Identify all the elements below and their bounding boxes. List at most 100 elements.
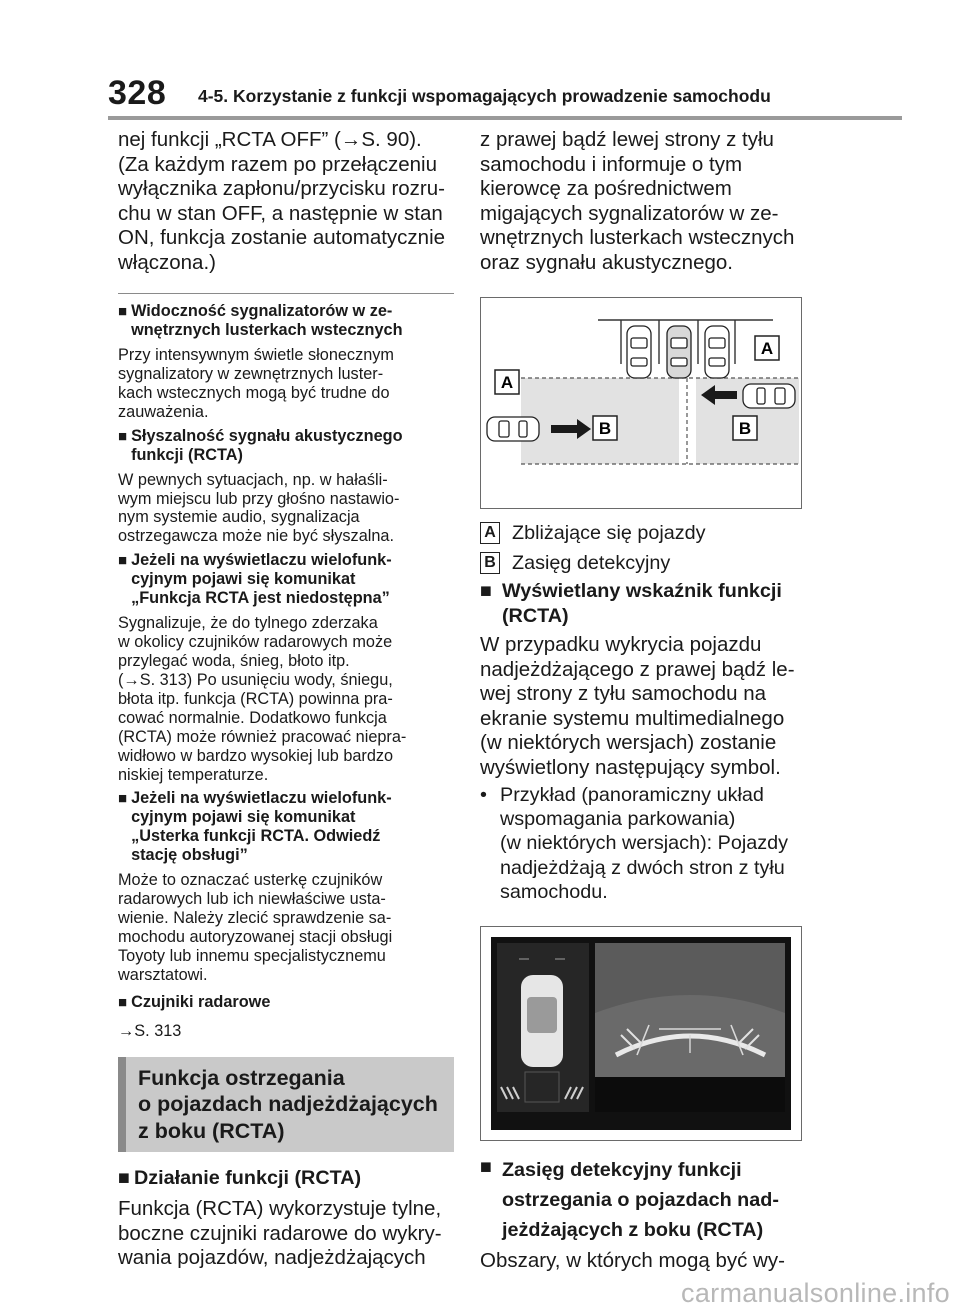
running-head: 4-5. Korzystanie z funkcji wspomagającyc…: [198, 86, 771, 106]
title-line: Funkcja ostrzegania: [138, 1065, 345, 1090]
title-line: o pojazdach nadjeżdżających: [138, 1092, 438, 1117]
heading-line: Słyszalność sygnału akustycznego: [131, 426, 403, 445]
text-line: (Za każdym razem po przełączeniu: [118, 152, 438, 176]
rcta-warning-left-icon: [620, 1028, 642, 1050]
text-line: wyświetlony następujący symbol.: [480, 755, 781, 779]
square-bullet-icon: ■: [118, 552, 128, 570]
text-line: (RCTA) może również pracować niepra-: [118, 727, 407, 746]
header-rule: [108, 116, 902, 120]
text-line: Sygnalizuje, że do tylnego zderzaka: [118, 614, 378, 633]
heading-line: Czujniki radarowe: [131, 992, 271, 1011]
subsection-body: →S. 313: [118, 1022, 454, 1041]
legend-text: Zbliżające się pojazdy: [512, 522, 706, 544]
text-line: Obszary, w których mogą być wy-: [480, 1249, 785, 1273]
heading-line: Wyświetlany wskaźnik funkcji: [501, 580, 782, 602]
arrow-left-icon: [701, 385, 737, 405]
text-line: widłowo w bardzo wysokiej lub bardzo: [118, 746, 394, 765]
intro-paragraph: nej funkcji „RCTA OFF” (→S. 90). (Za każ…: [118, 128, 454, 275]
legend-text: Zasięg detekcyjny: [512, 552, 671, 574]
text-line: kach wstecznych mogą być trudne do: [118, 383, 390, 402]
text-line: wyłącznika zapłonu/przycisku rozru-: [118, 177, 445, 200]
text-line: wspomagania parkowania): [500, 808, 736, 831]
range-heading: ■ Zasięg detekcyjny funkcji ostrzegania …: [480, 1155, 802, 1245]
panoramic-view-figure: [480, 926, 802, 1142]
text-line: Przykład (panoramiczny układ: [500, 784, 764, 806]
text-line: Toyoty lub innemu specjalistycznemu: [118, 947, 386, 966]
text-line: cować normalnie. Dodatkowo funkcja: [118, 708, 387, 727]
text-line: włączona.): [118, 250, 216, 274]
label-a-left: A: [494, 369, 520, 395]
square-bullet-icon: ■: [118, 1167, 130, 1190]
text-line: warsztatowi.: [118, 965, 208, 984]
text-line: ON, funkcja zostanie automatycznie: [118, 226, 446, 249]
guide-line: [636, 1024, 744, 1056]
label-b-right: B: [732, 415, 758, 441]
square-bullet-icon: ■: [118, 427, 128, 445]
subsection-heading: ■ Słyszalność sygnału akustycznego funkc…: [118, 427, 454, 465]
section-title-box: Funkcja ostrzegania o pojazdach nadjeżdż…: [118, 1056, 454, 1153]
page-number: 328: [108, 74, 167, 112]
cross-reference: →S. 313: [118, 1021, 182, 1040]
text-line: W pewnych sytuacjach, np. w hałaśli-: [118, 470, 388, 489]
square-bullet-icon: ■: [480, 580, 492, 602]
range-paragraph: Obszary, w których mogą być wy-: [480, 1249, 802, 1274]
heading-line: Jeżeli na wyświetlaczu wielofunk-: [131, 551, 392, 570]
text-line: kierowcę za pośrednictwem: [480, 177, 732, 200]
heading-line: wnętrznych lusterkach wstecznych: [131, 321, 403, 339]
rcta-warning-right-icon: [564, 1086, 584, 1100]
text-line: (w niektórych wersjach) zostanie: [480, 731, 777, 754]
text-line: przylegać woda, śnieg, błoto itp.: [118, 652, 350, 671]
text-line: ekranie systemu multimedialnego: [480, 706, 785, 730]
text-line: z prawej bądź lewej strony z tyłu: [480, 128, 774, 151]
heading-line: cyjnym pojawi się komunikat: [131, 570, 356, 589]
text-line: samochodu.: [500, 880, 608, 903]
indicator-heading: ■ Wyświetlany wskaźnik funkcji (RCTA): [480, 579, 802, 629]
text-line: nej funkcji „RCTA OFF” (→S. 90).: [118, 128, 422, 151]
text-line: radarowych lub ich niewłaściwe usta-: [118, 890, 386, 909]
legend-key: A: [480, 522, 500, 544]
square-bullet-icon: ■: [118, 993, 128, 1011]
title-line: z boku (RCTA): [138, 1118, 285, 1143]
text-line: chu w stan OFF, a następnie w stan: [118, 201, 443, 225]
right-column: z prawej bądź lewej strony z tyłu samoch…: [480, 128, 802, 1274]
text-line: Funkcja (RCTA) wykorzystuje tylne,: [118, 1197, 442, 1221]
label-a-right: A: [754, 335, 780, 361]
text-line: migających sygnalizatorów w ze-: [480, 201, 779, 225]
text-line: zauważenia.: [118, 402, 209, 421]
legend-key: B: [480, 552, 500, 574]
own-car-icon: [666, 325, 692, 379]
text-line: wania pojazdów, nadjeżdżających: [118, 1246, 426, 1270]
heading-line: Jeżeli na wyświetlaczu wielofunk-: [131, 789, 392, 808]
legend-item-b: B Zasięg detekcyjny: [480, 551, 802, 575]
heading-line: jeżdżających z boku (RCTA): [501, 1219, 764, 1242]
approaching-car-left-icon: [486, 416, 540, 442]
operation-paragraph: Funkcja (RCTA) wykorzystuje tylne, boczn…: [118, 1197, 454, 1271]
text-line: nadjeżdżającego z prawej bądź le-: [480, 657, 795, 681]
text-line: w okolicy czujników radarowych może: [118, 633, 393, 652]
rear-zone: [524, 1071, 560, 1103]
text-line: Przy intensywnym świetle słonecznym: [118, 346, 394, 364]
intro-paragraph: z prawej bądź lewej strony z tyłu samoch…: [480, 128, 802, 275]
heading-line: „Funkcja RCTA jest niedostępna”: [131, 589, 390, 608]
text-line: mochodu autoryzowanej stacji obsługi: [118, 928, 393, 947]
car-roof: [527, 997, 557, 1034]
parked-car-icon: [704, 325, 730, 379]
rcta-warning-right-icon: [738, 1028, 760, 1050]
text-line: wym miejscu lub przy głośno nastawio-: [118, 489, 400, 508]
subsection-body: Może to oznaczać usterkę czujników radar…: [118, 871, 454, 984]
subsection-body: W pewnych sytuacjach, np. w hałaśli- wym…: [118, 471, 454, 547]
section-rule: [118, 293, 454, 294]
heading-line: funkcji (RCTA): [131, 445, 243, 464]
subsection-heading: ■ Czujniki radarowe: [118, 993, 454, 1012]
text-line: wnętrznych lusterkach wstecznych: [480, 226, 795, 249]
subsection-body: Przy intensywnym świetle słonecznym sygn…: [118, 346, 454, 422]
text-line: Może to oznaczać usterkę czujników: [118, 871, 383, 890]
text-line: wienie. Należy zlecić sprawdzenie sa-: [118, 909, 392, 928]
watermark: carmanualsonline.info: [681, 1278, 950, 1308]
subsection-heading: ■ Jeżeli na wyświetlaczu wielofunk- cyjn…: [118, 789, 454, 865]
text-line: sygnalizatory w zewnętrznych luster-: [118, 364, 384, 383]
text-line: boczne czujniki radarowe do wykry-: [118, 1221, 442, 1245]
heading-line: „Usterka funkcji RCTA. Odwiedź: [131, 827, 381, 846]
subsection-body: Sygnalizuje, że do tylnego zderzaka w ok…: [118, 614, 454, 784]
text-line: samochodu i informuje o tym: [480, 152, 743, 176]
